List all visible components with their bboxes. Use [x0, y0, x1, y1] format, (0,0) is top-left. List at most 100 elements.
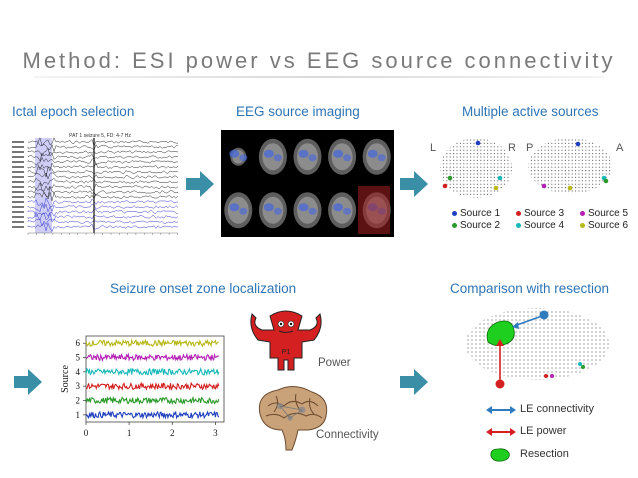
- grid-dot: [453, 156, 455, 158]
- grid-dot: [483, 193, 485, 195]
- grid-dot: [473, 173, 475, 175]
- grid-dot: [463, 149, 465, 151]
- grid-dot: [499, 319, 501, 321]
- grid-dot: [483, 163, 485, 165]
- grid-dot: [487, 176, 489, 178]
- grid-dot: [440, 187, 441, 189]
- grid-dot: [595, 159, 597, 161]
- grid-dot: [547, 387, 548, 388]
- grid-dot: [537, 163, 539, 165]
- grid-dot: [530, 183, 532, 185]
- grid-dot: [591, 327, 593, 329]
- grid-dot: [440, 180, 441, 182]
- grid-dot: [551, 355, 553, 357]
- grid-dot: [483, 146, 485, 148]
- power-icon-text: P1: [282, 349, 291, 356]
- grid-dot: [480, 139, 482, 141]
- grid-dot: [548, 201, 549, 202]
- grid-dot: [473, 176, 475, 178]
- source-series-line: [85, 367, 220, 377]
- grid-dot: [523, 343, 525, 345]
- grid-dot: [534, 159, 536, 161]
- grid-dot: [475, 347, 477, 349]
- grid-dot: [575, 187, 577, 189]
- grid-dot: [466, 180, 468, 182]
- grid-dot: [495, 387, 496, 388]
- grid-dot: [595, 149, 597, 151]
- grid-dot: [547, 176, 549, 178]
- grid-dot: [491, 347, 493, 349]
- grid-dot: [523, 335, 525, 337]
- grid-dot: [460, 201, 461, 202]
- grid-dot: [561, 156, 563, 158]
- grid-dot: [571, 142, 573, 144]
- grid-dot: [607, 311, 609, 313]
- grid-dot: [571, 335, 573, 337]
- grid-dot: [541, 201, 542, 202]
- grid-dot: [537, 153, 539, 155]
- grid-dot: [497, 142, 499, 144]
- grid-dot: [547, 173, 549, 175]
- grid-dot: [530, 173, 532, 175]
- grid-dot: [442, 163, 444, 165]
- grid-dot: [609, 173, 611, 175]
- grid-dot: [531, 311, 533, 313]
- grid-dot: [463, 197, 465, 198]
- grid-dot: [449, 166, 451, 168]
- grid-dot: [515, 387, 516, 388]
- grid-dot: [476, 180, 478, 182]
- grid-dot: [592, 180, 594, 182]
- grid-dot: [541, 142, 543, 144]
- grid-dot: [519, 351, 521, 353]
- grid-dot: [470, 153, 472, 155]
- grid-dot: [511, 379, 513, 380]
- grid-dot: [453, 146, 455, 148]
- y-tick-label: 5: [76, 353, 81, 363]
- grid-dot: [579, 359, 581, 361]
- grid-dot: [602, 166, 604, 168]
- grid-dot: [523, 327, 525, 329]
- grid-dot: [500, 142, 502, 144]
- grid-dot: [459, 193, 461, 195]
- grid-dot: [551, 173, 553, 175]
- grid-dot: [476, 139, 478, 141]
- grid-dot: [607, 351, 609, 353]
- grid-dot: [487, 142, 489, 144]
- grid-dot: [504, 146, 506, 148]
- eeg-channel-label: [12, 186, 24, 188]
- eeg-channel-trace: [27, 147, 179, 157]
- grid-dot: [466, 153, 468, 155]
- grid-dot: [487, 146, 489, 148]
- grid-dot: [463, 146, 465, 148]
- grid-dot: [603, 371, 605, 373]
- grid-dot: [510, 153, 512, 155]
- grid-dot: [491, 315, 493, 317]
- grid-dot: [603, 308, 605, 309]
- grid-dot: [551, 187, 553, 189]
- grid-dot: [561, 201, 562, 202]
- grid-dot: [561, 146, 563, 148]
- grid-dot: [547, 146, 549, 148]
- grid-dot: [605, 190, 607, 192]
- grid-dot: [607, 327, 609, 329]
- mri-activation-blob: [298, 149, 309, 158]
- grid-dot: [567, 311, 569, 313]
- grid-dot: [539, 323, 541, 325]
- grid-dot: [603, 335, 605, 337]
- eeg-channel-trace: [27, 197, 179, 208]
- grid-dot: [479, 375, 481, 377]
- esi-mri-panel: [221, 130, 394, 237]
- grid-dot: [581, 183, 583, 185]
- grid-dot: [555, 319, 557, 321]
- grid-dot: [547, 308, 549, 309]
- grid-dot: [483, 323, 485, 325]
- grid-dot: [592, 197, 593, 198]
- grid-dot: [591, 359, 593, 361]
- grid-dot: [551, 201, 552, 202]
- grid-dot: [471, 315, 473, 317]
- grid-dot: [535, 355, 537, 357]
- grid-dot: [588, 193, 590, 194]
- grid-dot: [575, 355, 577, 357]
- grid-dot: [591, 319, 593, 321]
- grid-dot: [531, 359, 533, 361]
